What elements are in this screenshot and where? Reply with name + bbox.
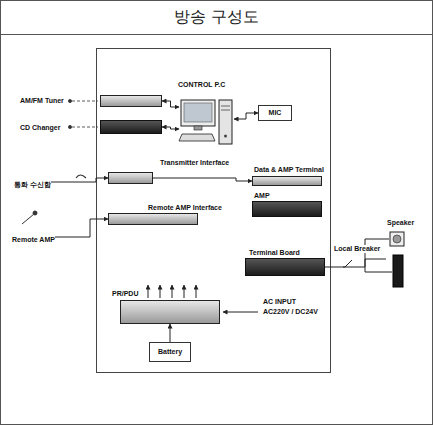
- ac-input-arrow: [223, 312, 258, 313]
- terminal-board: Terminal Board: [245, 258, 325, 276]
- node-label: Remote AMP Interface: [147, 204, 223, 212]
- terminal-unit: Data & AMP Terminal: [252, 176, 322, 186]
- node-label: 통화 수신함: [14, 181, 51, 188]
- node-label: Speaker: [386, 219, 415, 227]
- node-label: PR/PDU: [111, 290, 139, 298]
- voltage-label: AC220V / DC24V: [262, 308, 319, 316]
- mic-box: MIC: [258, 105, 292, 121]
- connector: [170, 324, 171, 342]
- node-label: Data & AMP Terminal: [253, 166, 325, 174]
- connector: [234, 113, 258, 119]
- remote-amp: Remote AMP: [12, 228, 55, 246]
- node-label: MIC: [269, 109, 282, 117]
- system-panel: [97, 49, 331, 373]
- node-label: Transmitter Interface: [159, 159, 230, 167]
- node-label: Battery: [158, 348, 182, 356]
- connector: [51, 178, 108, 182]
- node-label: CD Changer: [19, 124, 61, 132]
- outer-frame: [1, 35, 433, 425]
- node-label: AM/FM Tuner: [19, 97, 65, 105]
- diagram-title: 방송 구성도: [0, 0, 433, 34]
- leader-lines: [68, 99, 98, 128]
- connector: [325, 259, 386, 267]
- connector: [162, 101, 179, 107]
- battery-box: Battery: [149, 342, 191, 362]
- connector: [162, 127, 179, 129]
- ac-input-label: AC INPUT: [262, 298, 297, 306]
- node-label: CONTROL P.C: [177, 81, 226, 89]
- pdu-outputs: [148, 285, 196, 298]
- amp-unit: AMP: [252, 201, 322, 217]
- control-pc: CONTROL P.C: [179, 92, 234, 146]
- cd-changer-unit: CD Changer: [100, 120, 162, 134]
- title-frame: [1, 1, 433, 35]
- speaker: Speaker: [386, 230, 414, 288]
- speaker-illustration: [390, 232, 404, 287]
- mic-icon: [22, 211, 37, 224]
- transmitter-interface: Transmitter Interface: [108, 172, 153, 184]
- remote-amp-interface: Remote AMP Interface: [108, 213, 198, 225]
- connector: [153, 178, 252, 181]
- call-receiver: 통화 수신함: [14, 173, 51, 191]
- pc-illustration: [179, 100, 232, 144]
- node-label: AMP: [253, 192, 271, 200]
- node-label: Terminal Board: [248, 249, 301, 257]
- node-label: Remote AMP: [12, 236, 55, 243]
- tuner-unit: AM/FM Tuner: [100, 95, 162, 107]
- breaker-label: Local Breaker: [333, 245, 381, 253]
- pr-pdu: PR/PDU: [120, 300, 220, 324]
- handset-icon: [76, 175, 86, 178]
- connector: [55, 219, 108, 237]
